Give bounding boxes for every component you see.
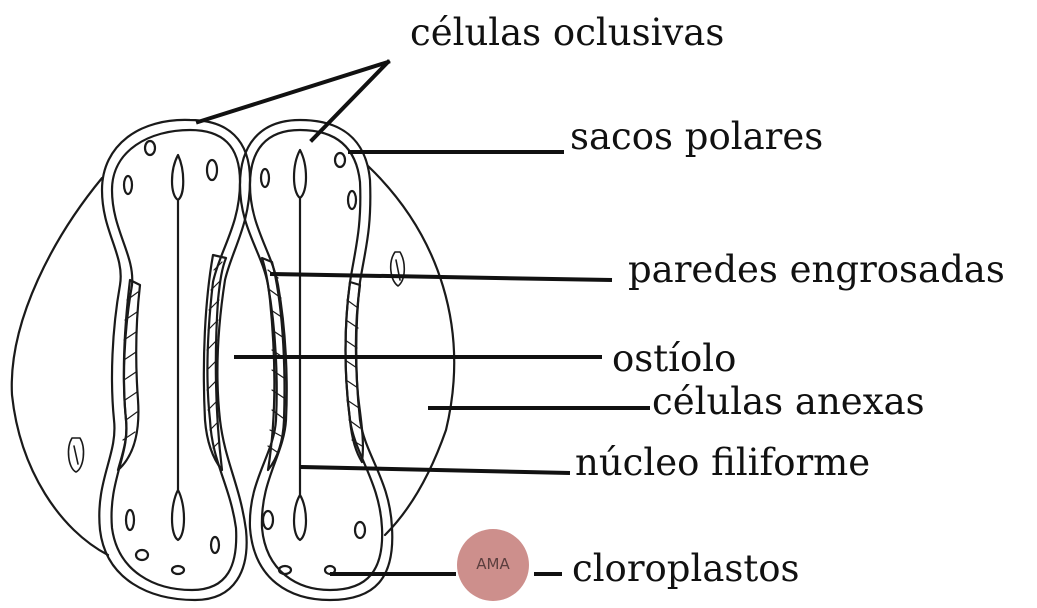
label-sacos-polares: sacos polares bbox=[570, 118, 823, 155]
leader-nucleo-filiforme bbox=[302, 467, 568, 473]
right-filiform-nucleus bbox=[294, 150, 306, 540]
left-annex-cell bbox=[12, 178, 108, 555]
label-cloroplastos: cloroplastos bbox=[572, 550, 800, 587]
left-filiform-nucleus bbox=[172, 155, 184, 540]
label-celulas-oclusivas: células oclusivas bbox=[410, 14, 724, 51]
label-ostiolo: ostíolo bbox=[612, 340, 736, 377]
watermark-text: AMA bbox=[457, 555, 529, 573]
label-celulas-anexas: células anexas bbox=[652, 383, 925, 420]
left-guard-cell-outer bbox=[99, 120, 250, 600]
label-paredes-engrosadas: paredes engrosadas bbox=[628, 251, 1005, 288]
right-guard-cell-inner bbox=[250, 130, 382, 590]
label-nucleo-filiforme: núcleo filiforme bbox=[575, 444, 870, 481]
watermark-badge: AMA bbox=[457, 529, 529, 601]
